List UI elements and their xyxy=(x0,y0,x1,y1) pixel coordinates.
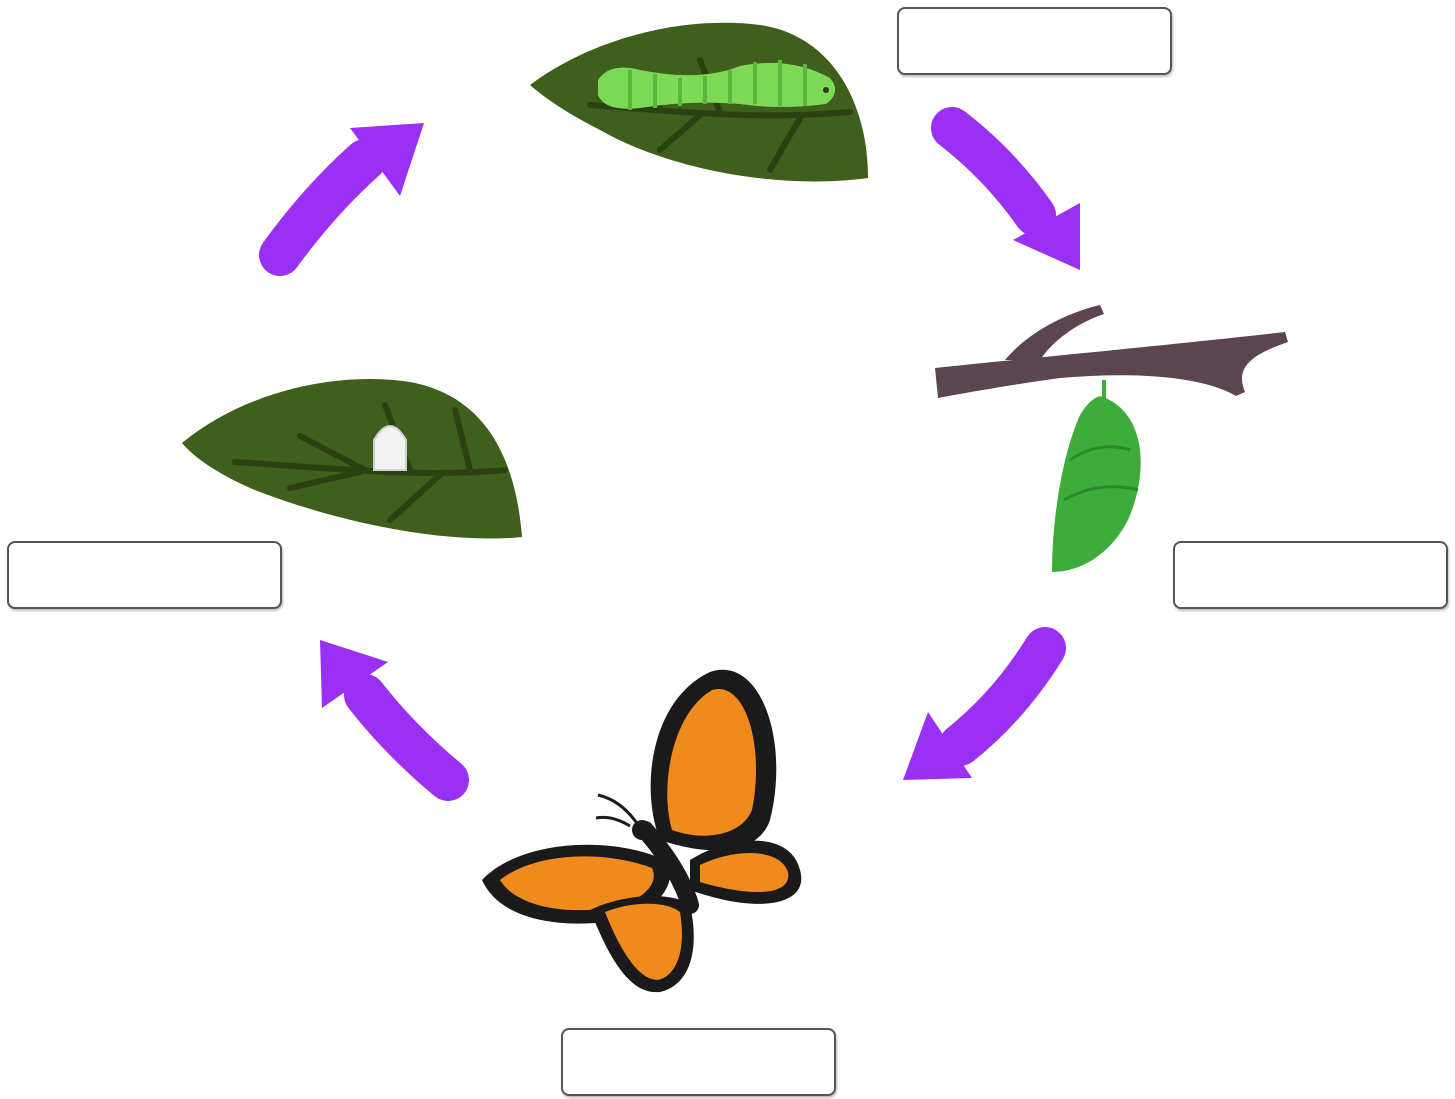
butterfly-label-box[interactable] xyxy=(561,1028,836,1096)
caterpillar-on-leaf-icon xyxy=(530,23,868,182)
arrow-chrysalis-to-butterfly xyxy=(903,648,1045,780)
arrow-egg-to-caterpillar xyxy=(280,123,424,255)
arrow-butterfly-to-egg xyxy=(320,640,448,780)
butterfly-icon xyxy=(482,670,801,992)
egg-label-box[interactable] xyxy=(7,541,282,609)
caterpillar-label-box[interactable] xyxy=(897,7,1172,75)
chrysalis-on-branch-icon xyxy=(935,305,1288,572)
egg-on-leaf-icon xyxy=(182,379,522,538)
chrysalis-label-box[interactable] xyxy=(1173,541,1448,609)
arrow-caterpillar-to-chrysalis xyxy=(952,128,1080,270)
